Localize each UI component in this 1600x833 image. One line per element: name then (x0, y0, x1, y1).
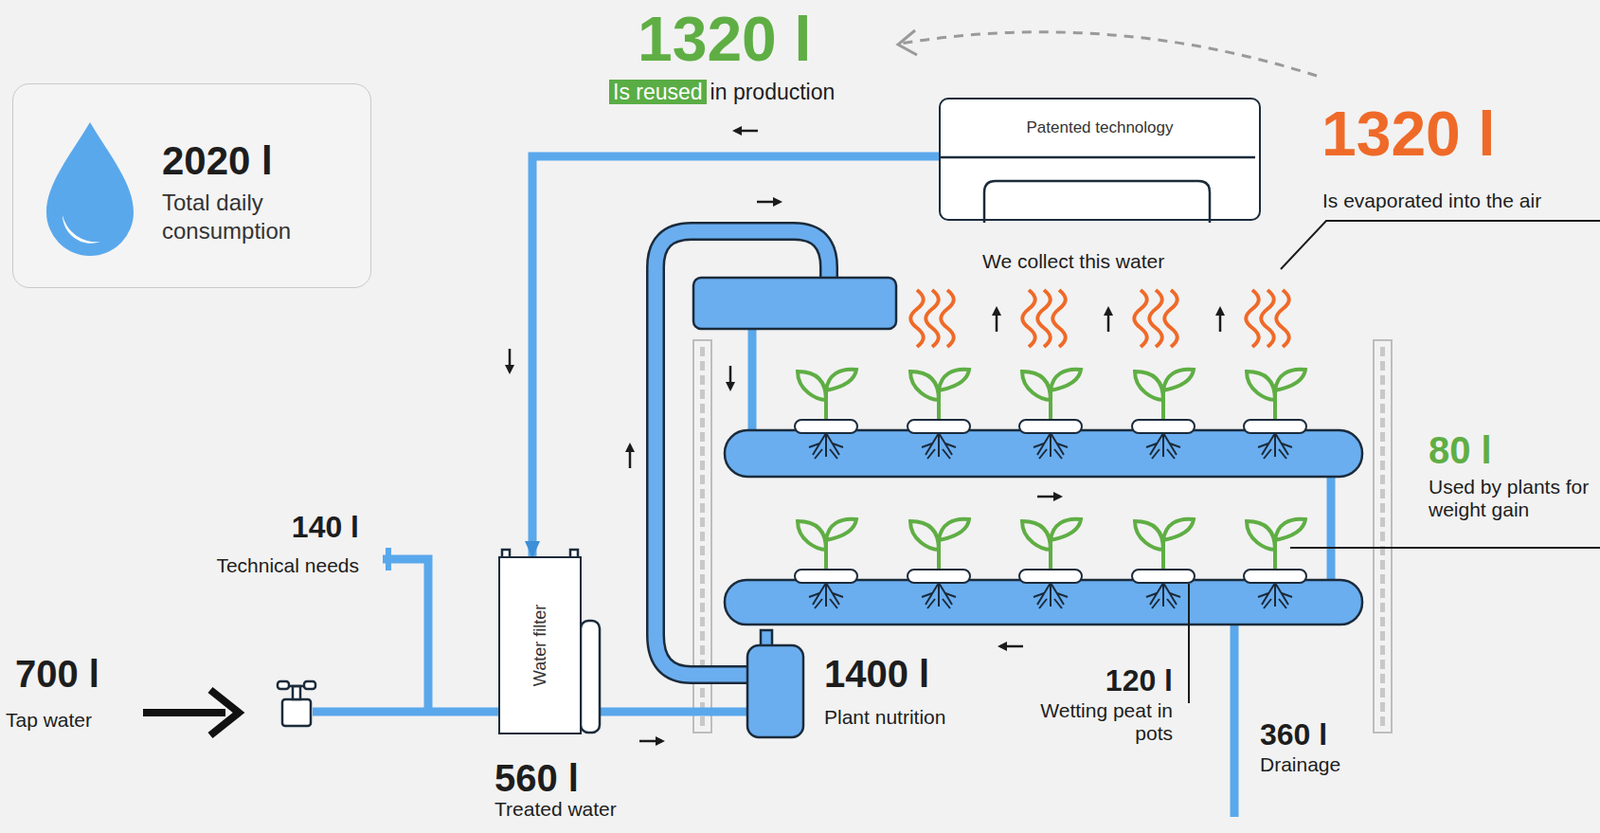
tap-pipes (312, 326, 1331, 817)
evaporation (910, 289, 1290, 347)
plants (794, 369, 1307, 609)
flow-value: 120 l (1105, 663, 1173, 699)
leader-line (1280, 220, 1600, 270)
flow-text: Wetting peat in pots (1040, 699, 1173, 745)
total-box: 2020 l Total daily consumption (12, 83, 372, 288)
highlight-text: Is reused (609, 79, 707, 105)
flow-text: Plant nutrition (824, 705, 946, 729)
flow-value: 360 l (1259, 717, 1328, 753)
flow-text: Used by plants for weight gain (1428, 475, 1592, 522)
flow-text: Tap water (5, 708, 92, 732)
node-title: Water filter (530, 604, 551, 686)
water-pipe (532, 156, 939, 557)
flow-text: in production (708, 79, 838, 105)
return-arc (899, 32, 1317, 76)
flow-value: 700 l (15, 651, 100, 696)
flow-value: 80 l (1428, 428, 1493, 472)
device-outline (940, 99, 1256, 223)
inflow-arrow (143, 708, 226, 717)
node-title: 2020 l (161, 139, 354, 183)
flow-value: 1320 l (637, 7, 812, 71)
leader-line (1187, 583, 1190, 703)
device-box: Patented technology (938, 97, 1261, 221)
flow-text: Technical needs (215, 554, 360, 577)
filter-box: Water filter (498, 556, 582, 735)
inflow-arrow-head (210, 689, 239, 736)
flow-text: Drainage (1259, 753, 1341, 776)
node-text: Total daily consumption (161, 188, 354, 246)
flow-text: Treated water (494, 797, 617, 821)
return-arc-head (898, 30, 917, 55)
water-drop-icon (13, 84, 373, 289)
node-title: Patented technology (940, 118, 1259, 138)
leader-line (1290, 546, 1600, 549)
flow-value: 1400 l (824, 651, 930, 696)
hydroponic-rig (693, 277, 1363, 738)
note-text: We collect this water (982, 250, 1165, 273)
flow-arrow (509, 130, 1221, 741)
flow-text: Is evaporated into the air (1322, 189, 1542, 213)
flow-value: 560 l (494, 755, 579, 800)
tap (277, 681, 316, 726)
flow-value: 1320 l (1321, 102, 1496, 165)
flow-value: 140 l (291, 509, 360, 545)
